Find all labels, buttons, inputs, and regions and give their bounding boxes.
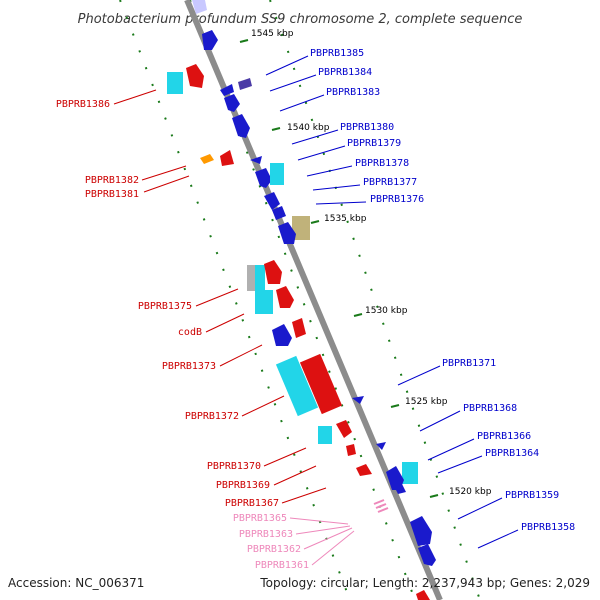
- gene-arrow: [272, 324, 292, 346]
- gene-arrow: [272, 206, 286, 220]
- gene-feature: [292, 216, 310, 240]
- gene-label: PBPRB1358: [521, 522, 575, 533]
- gene-feature: [255, 265, 265, 291]
- gene-arrow: [376, 442, 386, 450]
- gene-label: PBPRB1368: [463, 403, 517, 414]
- gene-label: PBPRB1379: [347, 138, 401, 149]
- gene-arrow: [346, 444, 356, 456]
- gene-label: PBPRB1370: [207, 461, 261, 472]
- gene-arrow: [264, 260, 282, 284]
- gene-feature: [318, 426, 332, 444]
- gene-arrow: [278, 222, 296, 244]
- gene-feature: [270, 163, 284, 185]
- map-title: Photobacterium profundum SS9 chromosome …: [78, 12, 523, 27]
- accession-text: Accession: NC_006371: [8, 576, 144, 590]
- gene-arrow: [276, 286, 294, 308]
- gene-label: PBPRB1381: [85, 189, 139, 200]
- gene-feature: [192, 0, 207, 14]
- gene-arrow: [386, 466, 404, 490]
- gene-label: PBPRB1362: [247, 544, 301, 555]
- right-gene-labels: PBPRB1385 PBPRB1384 PBPRB1383 PBPRB1380 …: [310, 48, 575, 533]
- gene-label: PBPRB1386: [56, 99, 110, 110]
- gene-label: PBPRB1367: [225, 498, 279, 509]
- gene-arrow: [186, 64, 204, 88]
- gene-arrow: [238, 78, 252, 90]
- gene-label: PBPRB1366: [477, 431, 531, 442]
- gene-label: PBPRB1378: [355, 158, 409, 169]
- gene-label: PBPRB1371: [442, 358, 496, 369]
- gene-arrow: [410, 516, 432, 546]
- gene-arrow: [416, 590, 430, 600]
- gene-arrow: [264, 192, 280, 210]
- gene-arrow: [352, 396, 364, 404]
- gene-label: PBPRB1384: [318, 67, 372, 78]
- pink-gene-labels: PBPRB1365 PBPRB1363 PBPRB1362 PBPRB1361: [233, 513, 309, 571]
- gene-feature: [167, 72, 183, 94]
- gene-feature: [402, 462, 418, 484]
- gene-feature: [247, 265, 257, 291]
- left-leader-lines: [113, 89, 327, 504]
- gene-label: PBPRB1380: [340, 122, 394, 133]
- gene-label: PBPRB1382: [85, 175, 139, 186]
- gene-label: codB: [178, 327, 202, 338]
- tick-label-1525: 1525 kbp: [405, 397, 448, 407]
- gene-label: PBPRB1383: [326, 87, 380, 98]
- left-gene-labels: PBPRB1386 PBPRB1382 PBPRB1381 PBPRB1375 …: [56, 99, 279, 509]
- tick-label-1545: 1545 kbp: [251, 29, 294, 39]
- pink-gene-cluster: [373, 499, 389, 513]
- gene-label: PBPRB1373: [162, 361, 216, 372]
- tick-marks: [239, 39, 439, 498]
- gene-arrow: [336, 420, 352, 438]
- gene-arrow: [418, 544, 436, 566]
- gene-arrow: [356, 464, 372, 476]
- tick-label-1540: 1540 kbp: [287, 123, 330, 133]
- gene-arrow: [224, 94, 240, 112]
- gene-label: PBPRB1364: [485, 448, 539, 459]
- right-leader-lines: [265, 55, 519, 549]
- gene-feature: [299, 353, 343, 415]
- gene-label: PBPRB1365: [233, 513, 287, 524]
- gene-arrow: [394, 484, 406, 494]
- gene-label: PBPRB1385: [310, 48, 364, 59]
- pink-leader-lines: [289, 517, 355, 566]
- gene-arrow: [255, 168, 272, 188]
- gene-arrow: [200, 154, 214, 164]
- gene-arrow: [232, 114, 250, 138]
- summary-text: Topology: circular; Length: 2,237,943 bp…: [259, 576, 590, 590]
- gene-arrow: [220, 150, 234, 166]
- gene-arrow: [250, 156, 262, 164]
- gene-label: PBPRB1377: [363, 177, 417, 188]
- gene-label: PBPRB1376: [370, 194, 424, 205]
- tick-label-1535: 1535 kbp: [324, 214, 367, 224]
- gene-arrow: [220, 84, 234, 96]
- gene-features: [167, 0, 436, 600]
- gene-arrow: [292, 318, 306, 338]
- gene-label: PBPRB1372: [185, 411, 239, 422]
- gene-label: PBPRB1369: [216, 480, 270, 491]
- gene-label: PBPRB1361: [255, 560, 309, 571]
- gene-arrow: [202, 30, 218, 50]
- gene-feature: [255, 290, 273, 314]
- tick-label-1530: 1530 kbp: [365, 306, 408, 316]
- gene-label: PBPRB1375: [138, 301, 192, 312]
- gene-label: PBPRB1363: [239, 529, 293, 540]
- gene-feature: [275, 355, 319, 417]
- tick-label-1520: 1520 kbp: [449, 487, 492, 497]
- gene-label: PBPRB1359: [505, 490, 559, 501]
